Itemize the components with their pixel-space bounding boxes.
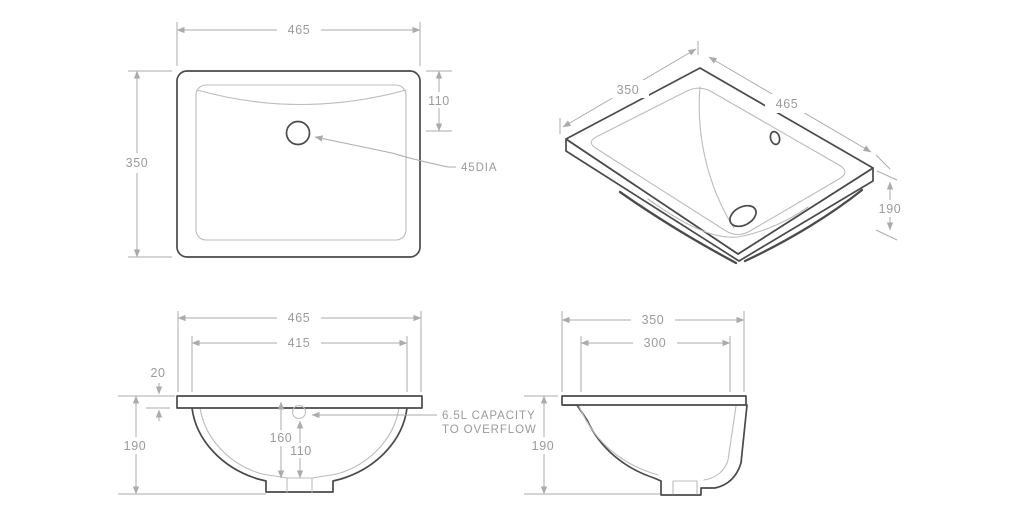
dimension-label: 20 bbox=[150, 366, 165, 380]
plan-view: 465 350 110 45DIA bbox=[118, 21, 497, 258]
bowl-slope-curve bbox=[698, 86, 735, 229]
label-gap bbox=[285, 443, 317, 458]
dimension-label: 190 bbox=[532, 439, 555, 453]
label-gap bbox=[424, 92, 454, 108]
capacity-note-line2: TO OVERFLOW bbox=[442, 424, 537, 436]
dimension-label: 350 bbox=[126, 156, 149, 170]
label-gap bbox=[116, 437, 156, 454]
label-gap bbox=[872, 200, 909, 217]
label-gap bbox=[264, 430, 297, 446]
basin-outer-edge bbox=[176, 70, 421, 258]
extension-line bbox=[875, 229, 898, 241]
dimension-label: 350 bbox=[642, 313, 665, 327]
label-gap bbox=[633, 334, 677, 352]
label-gap bbox=[118, 153, 156, 173]
side-elevation-view: 350 300 190 bbox=[524, 311, 748, 496]
label-gap bbox=[765, 94, 809, 113]
bowl-inner-profile bbox=[311, 407, 400, 479]
bowl-inner-profile bbox=[199, 407, 288, 479]
isometric-view: 350 465 190 bbox=[559, 41, 909, 265]
bowl-underside-line bbox=[743, 188, 864, 263]
label-gap bbox=[277, 309, 321, 327]
overflow-hole bbox=[291, 404, 307, 420]
extension-line bbox=[875, 154, 891, 170]
drain-hole bbox=[729, 204, 757, 228]
leader-line bbox=[314, 135, 456, 168]
dimension-label: 110 bbox=[290, 444, 312, 458]
label-gap bbox=[524, 437, 564, 454]
front-elevation-view: 465 415 20 190 160 110 6.5L CAPACITY TO … bbox=[116, 309, 537, 495]
label-gap bbox=[277, 334, 321, 352]
dimension-label: 110 bbox=[428, 94, 450, 108]
drain-diameter-label: 45DIA bbox=[461, 162, 497, 174]
bowl-floor-curve bbox=[647, 198, 809, 238]
capacity-note-line1: 6.5L CAPACITY bbox=[442, 410, 536, 422]
bowl-outer-profile bbox=[191, 407, 408, 493]
dimension-label: 190 bbox=[124, 439, 147, 453]
bowl-inner-profile bbox=[578, 405, 659, 476]
dimension-label: 160 bbox=[270, 431, 293, 445]
dimension-label: 300 bbox=[644, 336, 667, 350]
dimension-label: 465 bbox=[288, 23, 311, 37]
dimension-label: 465 bbox=[288, 311, 311, 325]
rim-slab bbox=[176, 395, 423, 409]
label-gap bbox=[631, 311, 675, 329]
bowl-outer-profile bbox=[562, 404, 748, 496]
label-gap bbox=[277, 21, 321, 39]
dimension-label: 350 bbox=[617, 83, 640, 97]
bowl-inner-profile bbox=[703, 405, 737, 481]
dimension-label: 190 bbox=[879, 202, 902, 216]
extension-line bbox=[876, 170, 898, 181]
bowl-underside-line bbox=[618, 190, 738, 265]
label-gap bbox=[607, 80, 649, 98]
basin-inner-rim bbox=[195, 84, 407, 241]
rim-slab bbox=[561, 395, 747, 406]
dimension-label: 415 bbox=[288, 336, 311, 350]
bowl-slope-curve bbox=[196, 89, 407, 105]
dimension-label: 465 bbox=[776, 97, 799, 111]
drain-hole bbox=[285, 120, 311, 146]
